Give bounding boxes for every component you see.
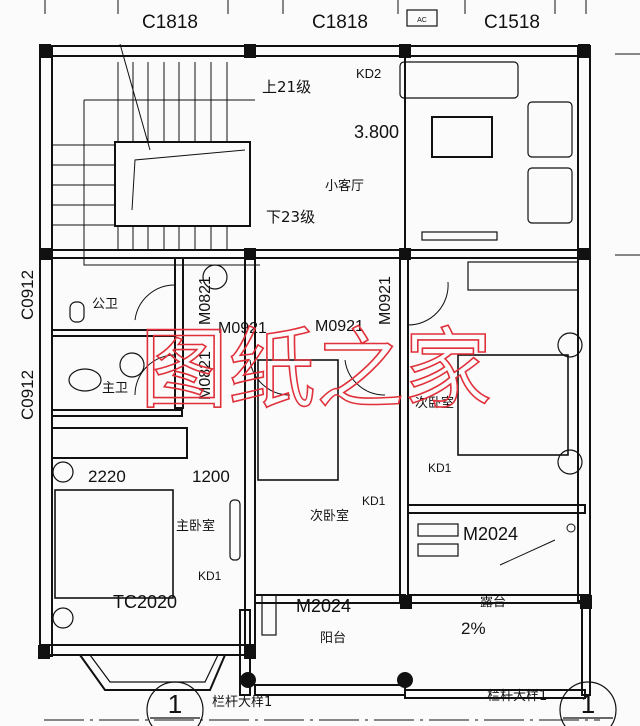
railing-label: 栏杆大样1 (487, 689, 547, 704)
door-swings (134, 281, 576, 566)
section-marker-b: 1 (581, 689, 595, 719)
room-label-master-bath: 主卫 (102, 381, 128, 396)
kd1-label: KD1 (362, 494, 386, 508)
coffee-table (431, 116, 493, 158)
elevation-label: 3.800 (354, 122, 399, 142)
toilet (68, 368, 102, 392)
ac-label: AC (417, 17, 427, 24)
armchair (527, 101, 573, 158)
bed-right (457, 354, 569, 456)
section-marker-a: 1 (168, 689, 182, 719)
window-label: C1518 (484, 12, 540, 33)
dimension-label: 2220 (88, 467, 126, 486)
tv-cabinet (421, 231, 498, 241)
window-label: TC2020 (113, 592, 177, 612)
window-label: C1818 (142, 12, 198, 33)
section-markers: 1 1 (146, 681, 617, 726)
sofa (399, 61, 519, 99)
kd1-label: KD1 (198, 569, 222, 583)
axis-lines (44, 0, 640, 721)
basin (202, 264, 228, 290)
room-label-public-bath: 公卫 (92, 297, 118, 312)
room-label-living: 小客厅 (325, 178, 364, 194)
room-label-second-bedroom: 次卧室 (310, 508, 349, 524)
room-label-balcony: 阳台 (320, 631, 346, 646)
watermark: 图纸之家 (140, 318, 492, 421)
railing-label: 栏杆大样1 (212, 695, 272, 710)
toilet (69, 301, 85, 323)
staircase (52, 43, 260, 266)
door-label: M0821 (197, 351, 214, 400)
room-label-master-bedroom: 主卧室 (176, 518, 215, 534)
stair-down-label: 下23级 (266, 208, 315, 226)
room-label-second-bedroom: 次卧室 (415, 395, 454, 411)
stair-up-label: 上21级 (262, 78, 311, 96)
columns (38, 44, 592, 688)
window-label: C0912 (18, 270, 37, 320)
door-label: M0821 (197, 276, 214, 325)
door-label: M0921 (377, 276, 394, 325)
door-label: M0921 (315, 318, 364, 335)
door-label: M2024 (463, 524, 518, 544)
bed-master (54, 489, 174, 599)
window-label: C1818 (312, 12, 368, 33)
door-label: M2024 (296, 596, 351, 616)
kd1-label: KD1 (428, 461, 452, 475)
dimension-label: 1200 (192, 467, 230, 486)
window-label: C0912 (18, 370, 37, 420)
ac-units: AC (261, 9, 459, 636)
kd2-label: KD2 (356, 66, 381, 81)
armchair (527, 167, 573, 224)
door-label: M0921 (218, 320, 267, 337)
labels: C1818 C1818 C1518 KD2 上21级 下23级 3.800 小客… (18, 12, 547, 710)
slope-label: 2% (461, 619, 486, 638)
bed-mid (257, 359, 339, 481)
room-label-terrace: 露台 (480, 595, 506, 610)
furniture (52, 61, 583, 629)
